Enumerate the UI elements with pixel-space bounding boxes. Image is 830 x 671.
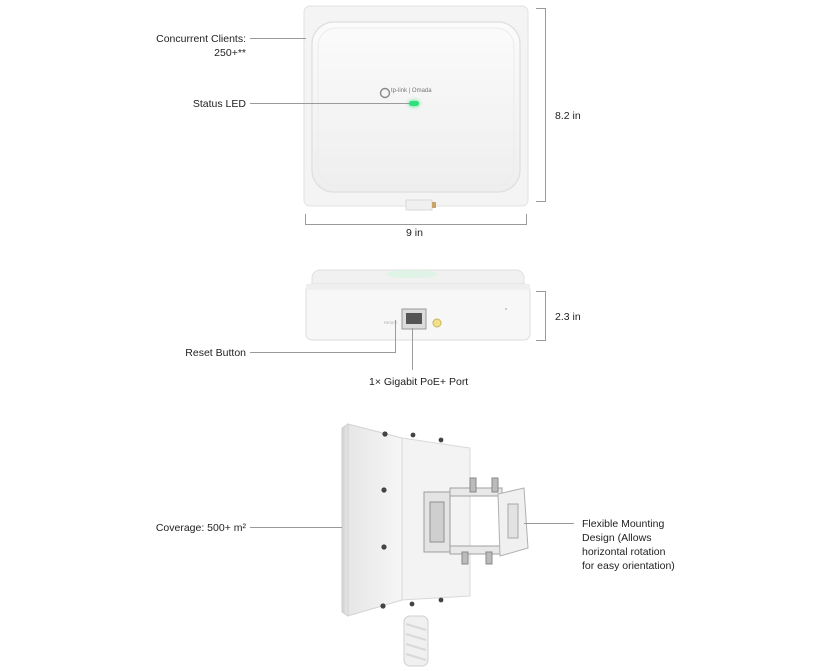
reset-callout-line-v — [395, 320, 396, 353]
coverage-callout-line — [250, 527, 342, 528]
status-led-indicator — [409, 101, 419, 106]
concurrent-clients-label-line2: 250+** — [214, 47, 246, 59]
mount-callout-line — [524, 523, 574, 524]
height-dimension-line — [545, 8, 546, 202]
coverage-label: Coverage: 500+ m² — [155, 522, 246, 534]
width-dimension-tick-right — [526, 214, 527, 225]
depth-dimension-tick-top — [536, 291, 546, 292]
port-callout-line — [412, 328, 413, 370]
svg-text:RESET: RESET — [384, 320, 398, 325]
depth-dimension-tick-bottom — [536, 340, 546, 341]
concurrent-clients-label-line1: Concurrent Clients: — [156, 33, 246, 45]
depth-dimension-label: 2.3 in — [555, 311, 581, 323]
mounting-design-label: Flexible Mounting Design (Allows horizon… — [582, 517, 675, 573]
height-dimension-tick-top — [536, 8, 546, 9]
front-view-device — [303, 5, 529, 211]
concurrent-clients-label: Concurrent Clients: 250+** — [140, 32, 246, 60]
status-led-label: Status LED — [192, 98, 246, 110]
poe-port-label: 1× Gigabit PoE+ Port — [369, 376, 469, 388]
status-led-callout-line — [250, 103, 410, 104]
reset-button-label: Reset Button — [185, 347, 246, 359]
mounting-design-line1: Flexible Mounting — [582, 518, 665, 530]
height-dimension-tick-bottom — [536, 201, 546, 202]
reset-callout-line-h — [250, 352, 395, 353]
width-dimension-line — [305, 224, 527, 225]
height-dimension-label: 8.2 in — [555, 110, 581, 122]
clients-callout-line — [250, 38, 306, 39]
tplink-logo-icon — [379, 87, 391, 99]
bottom-view-device: RESET — [305, 269, 531, 341]
mounting-design-line2: Design (Allows — [582, 532, 652, 544]
width-dimension-label: 9 in — [406, 227, 423, 239]
mounting-design-line3: horizontal rotation — [582, 546, 666, 558]
brand-logo-text: tp-link | Omada — [391, 88, 432, 94]
reset-button-icon — [432, 318, 442, 328]
width-dimension-tick-left — [305, 214, 306, 225]
side-view-device — [341, 423, 529, 667]
mounting-design-line4: for easy orientation) — [582, 560, 675, 572]
depth-dimension-line — [545, 291, 546, 341]
